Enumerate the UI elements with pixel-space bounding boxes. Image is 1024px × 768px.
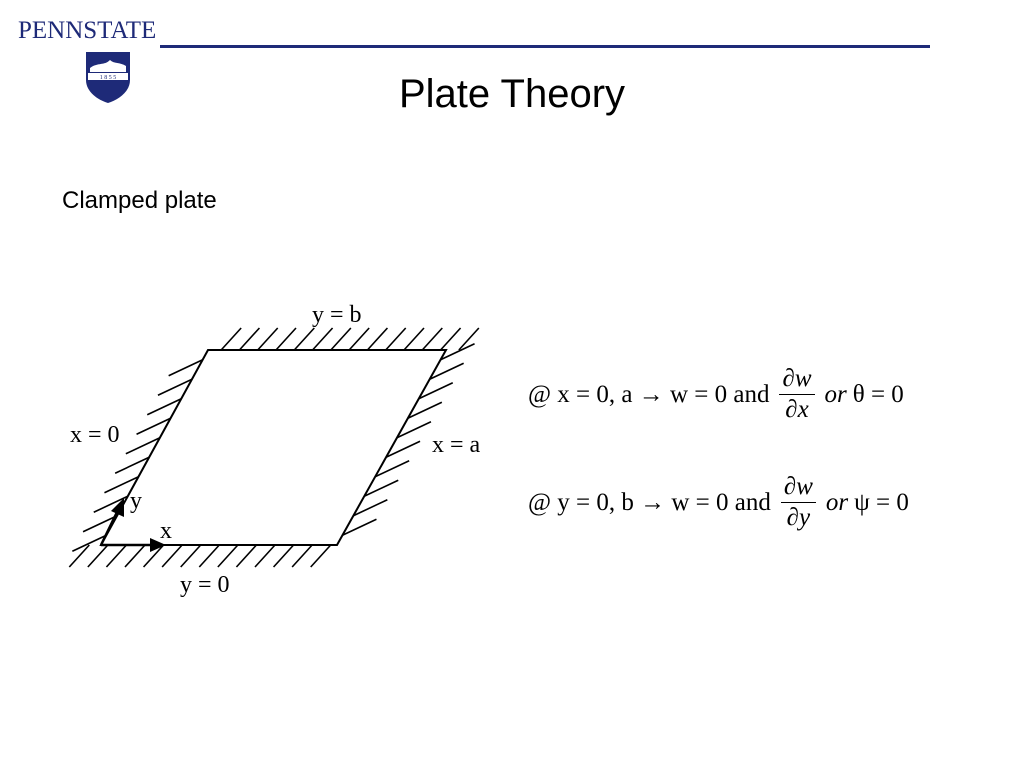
equation-y-suffix: ψ = 0 bbox=[854, 488, 909, 516]
hatch-mark bbox=[254, 544, 276, 568]
hatch-mark bbox=[440, 343, 475, 361]
equation-y-or: or bbox=[825, 488, 849, 516]
equation-x-denominator: ∂x bbox=[785, 396, 809, 424]
hatch-mark bbox=[125, 437, 161, 455]
hatch-mark bbox=[293, 327, 315, 351]
hatch-mark bbox=[161, 544, 183, 568]
shield-year: 1 8 5 5 bbox=[100, 75, 117, 81]
equation-x-numerator: ∂w bbox=[779, 365, 815, 396]
hatch-mark bbox=[385, 327, 407, 351]
hatch-mark bbox=[82, 515, 118, 533]
hatch-mark bbox=[124, 544, 146, 568]
label-bottom-edge: y = 0 bbox=[180, 572, 230, 598]
top-edge-hatching bbox=[220, 327, 480, 351]
equation-x-fraction: ∂w ∂x bbox=[779, 365, 815, 424]
hatch-mark bbox=[421, 327, 443, 351]
hatch-mark bbox=[142, 544, 165, 568]
hatch-mark bbox=[374, 460, 410, 478]
hatch-mark bbox=[168, 359, 203, 377]
slide-subtitle: Clamped plate bbox=[62, 187, 217, 214]
y-axis-arrow bbox=[99, 509, 120, 546]
hatch-mark bbox=[363, 479, 399, 497]
hatch-mark bbox=[220, 327, 242, 351]
hatch-mark bbox=[418, 382, 454, 400]
hatch-mark bbox=[235, 544, 258, 568]
hatch-mark bbox=[104, 476, 139, 494]
label-y-axis: y bbox=[130, 488, 142, 514]
hatch-mark bbox=[396, 421, 432, 439]
penn-state-wordmark: PENNSTATE bbox=[18, 17, 157, 44]
y-arrowhead-icon bbox=[111, 498, 124, 517]
hatch-mark bbox=[330, 327, 352, 351]
hatch-mark bbox=[275, 327, 297, 351]
hatch-mark bbox=[157, 378, 193, 396]
label-right-edge: x = a bbox=[432, 432, 481, 458]
equation-y-prefix: @ y = 0, b → w = 0 and bbox=[528, 488, 771, 516]
plate-outline bbox=[99, 349, 448, 546]
hatch-mark bbox=[72, 534, 107, 552]
hatch-mark bbox=[311, 327, 334, 351]
hatch-mark bbox=[114, 456, 150, 474]
hatch-mark bbox=[93, 495, 129, 513]
hatch-mark bbox=[180, 544, 202, 568]
equation-y-fraction: ∂w ∂y bbox=[780, 473, 816, 532]
header-rule bbox=[160, 45, 930, 48]
hatch-mark bbox=[429, 362, 464, 380]
hatch-mark bbox=[68, 544, 90, 568]
right-edge-hatching bbox=[342, 343, 475, 536]
hatch-mark bbox=[198, 544, 220, 568]
label-x-axis: x bbox=[160, 518, 172, 544]
label-left-edge: x = 0 bbox=[70, 422, 120, 448]
left-edge-hatching bbox=[72, 359, 203, 552]
hatch-mark bbox=[136, 417, 171, 435]
hatch-mark bbox=[385, 440, 421, 458]
slide-title: Plate Theory bbox=[398, 72, 626, 116]
equation-x-prefix: @ x = 0, a → w = 0 and bbox=[528, 380, 770, 408]
hatch-mark bbox=[353, 499, 388, 517]
equation-x-boundary: @ x = 0, a → w = 0 and ∂w ∂x or θ = 0 bbox=[528, 365, 904, 424]
hatch-mark bbox=[146, 398, 182, 416]
equation-y-denominator: ∂y bbox=[786, 504, 811, 532]
label-top-edge: y = b bbox=[312, 302, 362, 328]
hatch-mark bbox=[291, 544, 313, 568]
hatch-mark bbox=[348, 327, 370, 351]
hatch-mark bbox=[439, 327, 462, 351]
hatch-mark bbox=[217, 544, 239, 568]
hatch-mark bbox=[257, 327, 279, 351]
bottom-edge-hatching bbox=[68, 544, 332, 568]
hatch-mark bbox=[272, 544, 295, 568]
x-arrowhead-icon bbox=[150, 538, 166, 552]
penn-state-shield-icon: 1 8 5 5 bbox=[86, 52, 130, 103]
equation-y-numerator: ∂w bbox=[780, 473, 816, 504]
equation-x-suffix: θ = 0 bbox=[852, 380, 904, 408]
hatch-mark bbox=[366, 327, 389, 351]
hatch-mark bbox=[87, 544, 109, 568]
equation-y-boundary: @ y = 0, b → w = 0 and ∂w ∂y or ψ = 0 bbox=[528, 473, 909, 532]
hatch-mark bbox=[310, 544, 332, 568]
hatch-mark bbox=[407, 401, 443, 419]
hatch-mark bbox=[403, 327, 425, 351]
equation-x-or: or bbox=[824, 380, 847, 408]
hatch-mark bbox=[458, 327, 480, 351]
hatch-mark bbox=[342, 518, 377, 536]
hatch-mark bbox=[105, 544, 128, 568]
hatch-mark bbox=[238, 327, 261, 351]
